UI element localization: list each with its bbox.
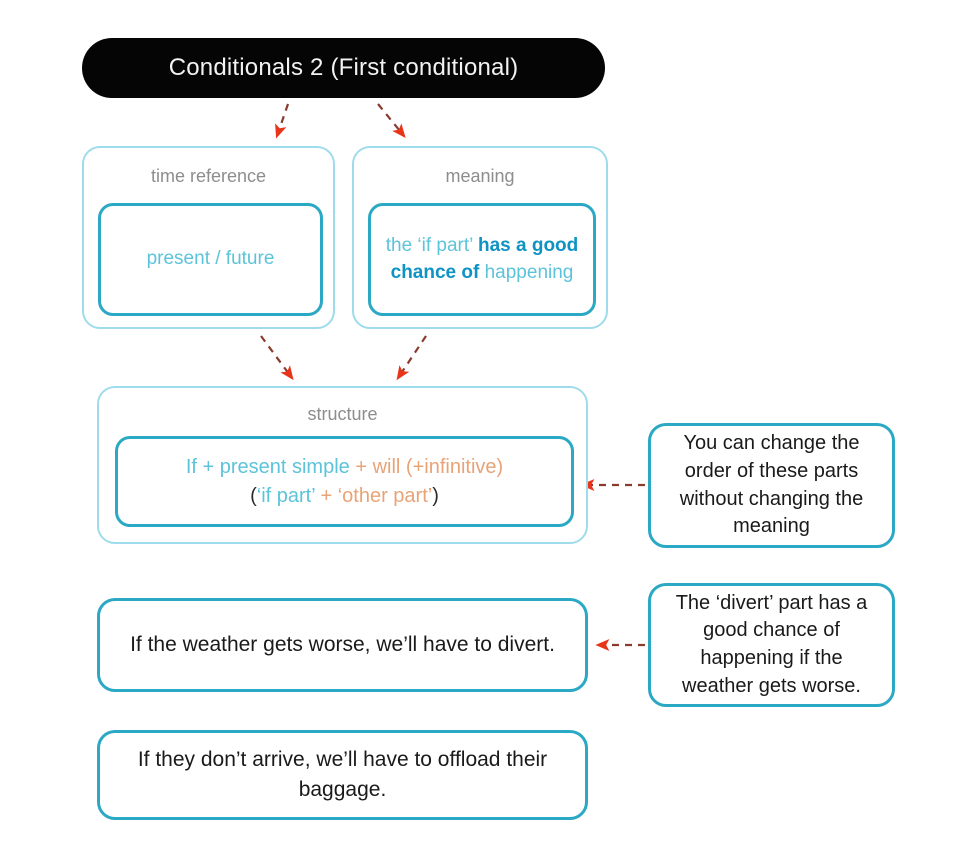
node-time-reference-value-box: present / future xyxy=(98,203,323,316)
meaning-part-2: has a good chance of xyxy=(390,234,579,283)
node-meaning: meaning the ‘if part’ has a good chance … xyxy=(352,146,608,329)
node-meaning-value-box: the ‘if part’ has a good chance of happe… xyxy=(368,203,596,316)
diagram-title-text: Conditionals 2 (First conditional) xyxy=(168,54,519,81)
meaning-part-3: happening xyxy=(484,261,574,283)
structure-line1-teal: If + present simple xyxy=(185,455,356,478)
meaning-part-1: the ‘if part’ xyxy=(385,234,478,256)
arrow-meaning-to-structure xyxy=(396,335,427,381)
callout-order-of-parts: You can change the order of these parts … xyxy=(648,423,895,548)
node-structure-value-box: If + present simple + will (+infinitive)… xyxy=(115,436,574,527)
node-structure: structure If + present simple + will (+i… xyxy=(97,386,588,544)
node-structure-value: If + present simple + will (+infinitive)… xyxy=(176,453,513,511)
callout-order-of-parts-text: You can change the order of these parts … xyxy=(679,432,864,538)
example-sentence-1-text: If the weather gets worse, we’ll have to… xyxy=(130,632,555,656)
arrow-title-to-time-reference xyxy=(275,103,290,139)
example-sentence-1: If the weather gets worse, we’ll have to… xyxy=(97,598,588,692)
node-time-reference-value: present / future xyxy=(146,248,275,270)
node-meaning-label: meaning xyxy=(445,166,515,186)
structure-line1-orange: + will (+infinitive) xyxy=(355,455,504,478)
node-structure-label: structure xyxy=(307,404,378,424)
node-meaning-value: the ‘if part’ has a good chance of happe… xyxy=(371,233,593,287)
structure-line2-orange: + ‘other part’ xyxy=(320,484,433,507)
diagram-title: Conditionals 2 (First conditional) xyxy=(82,38,605,98)
structure-line2-teal: ‘if part’ xyxy=(256,484,321,507)
structure-line2-open-paren: ( xyxy=(250,484,257,507)
callout-divert-explanation-text: The ‘divert’ part has a good chance of h… xyxy=(675,591,868,697)
example-sentence-2: If they don’t arrive, we’ll have to offl… xyxy=(97,730,588,820)
structure-line2-close-paren: ) xyxy=(432,484,439,507)
node-time-reference-label: time reference xyxy=(150,166,267,186)
arrow-title-to-meaning xyxy=(377,103,406,139)
callout-divert-explanation: The ‘divert’ part has a good chance of h… xyxy=(648,583,895,707)
arrow-time-reference-to-structure xyxy=(260,335,294,381)
node-time-reference: time reference present / future xyxy=(82,146,335,329)
example-sentence-2-text: If they don’t arrive, we’ll have to offl… xyxy=(137,747,548,801)
